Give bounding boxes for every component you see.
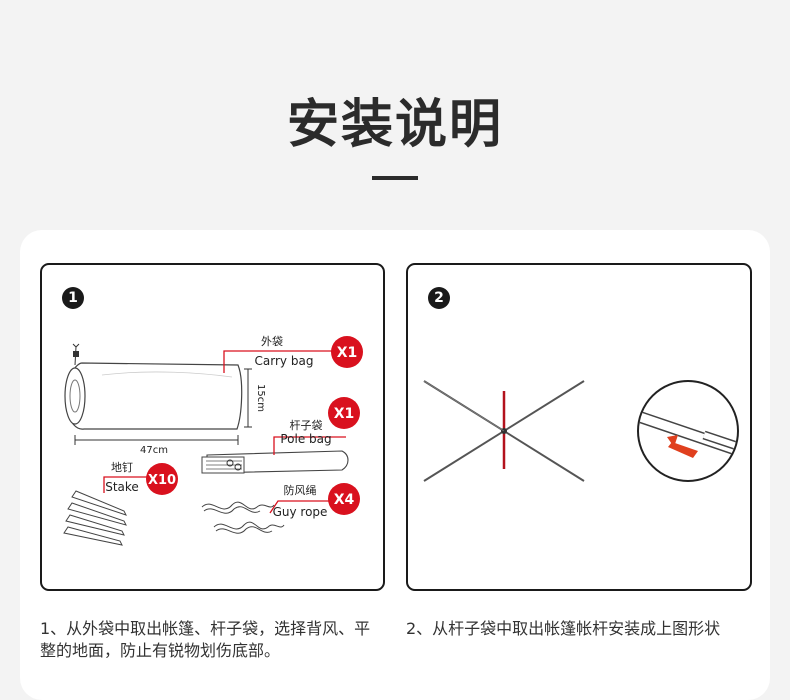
carry-bag-cn: 外袋 bbox=[261, 334, 283, 348]
step-2-illustration bbox=[423, 380, 739, 482]
height-dimension: 15cm bbox=[244, 368, 266, 428]
pole-bag-qty: X1 bbox=[334, 406, 355, 422]
length-label: 47cm bbox=[140, 445, 168, 456]
step-1-panel: 1 47cm 15cm 外袋 Carry bag bbox=[40, 263, 385, 591]
guy-rope-illustration bbox=[201, 501, 285, 534]
pole-bag-illustration bbox=[201, 450, 349, 474]
step-2-badge: 2 bbox=[428, 287, 450, 309]
step-1-caption: 1、从外袋中取出帐篷、杆子袋，选择背风、平整的地面，防止有锐物划伤底部。 bbox=[40, 619, 371, 660]
guy-rope-qty: X4 bbox=[334, 492, 355, 508]
stakes-illustration bbox=[63, 490, 127, 546]
pole-connection-detail bbox=[637, 380, 739, 482]
guy-rope-cn: 防风绳 bbox=[284, 483, 317, 497]
page-title: 安装说明 bbox=[286, 95, 503, 155]
step-2-caption: 2、从杆子袋中取出帐篷帐杆安装成上图形状 bbox=[406, 619, 721, 638]
tent-frame-illustration bbox=[423, 380, 585, 482]
arrow-icon bbox=[668, 442, 698, 458]
guy-rope-en: Guy rope bbox=[273, 505, 328, 519]
title-underline bbox=[372, 176, 418, 180]
stake-qty: X10 bbox=[148, 473, 176, 488]
stake-en: Stake bbox=[105, 480, 139, 494]
pole-bag-en: Pole bag bbox=[280, 432, 331, 446]
step-1-badge: 1 bbox=[62, 287, 84, 309]
step-2-panel: 2 bbox=[406, 263, 752, 591]
step-1-illustration: 47cm 15cm 外袋 Carry bag X1 杆子袋 Pole bag bbox=[63, 334, 363, 546]
height-label: 15cm bbox=[255, 384, 266, 412]
pole-bag-cn: 杆子袋 bbox=[290, 418, 323, 432]
stake-cn: 地钉 bbox=[111, 461, 133, 474]
carry-bag-qty: X1 bbox=[337, 345, 358, 361]
length-dimension: 47cm bbox=[74, 435, 239, 456]
carry-bag-en: Carry bag bbox=[255, 354, 314, 368]
carry-bag-illustration bbox=[64, 343, 243, 430]
